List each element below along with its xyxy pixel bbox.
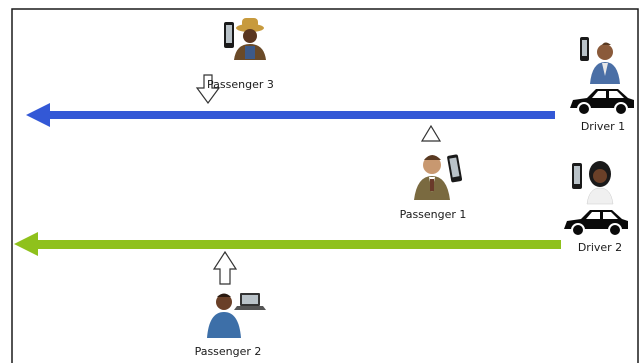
passenger-3-label: Passenger 3 (207, 78, 274, 91)
driver-1-car-icon (570, 89, 634, 116)
driver-1-label: Driver 1 (580, 120, 626, 133)
driver-2-car-icon (564, 210, 628, 237)
route-arrow-2 (14, 232, 561, 256)
driver-2-label: Driver 2 (577, 241, 623, 254)
diagram-frame (11, 8, 639, 363)
passenger-1-icon (414, 154, 463, 200)
passenger-3-icon (224, 18, 266, 60)
route-arrow-1 (26, 103, 555, 127)
passenger-1-pickup-arrow (420, 124, 442, 142)
passenger-2-label: Passenger 2 (194, 345, 262, 358)
driver-2-icon (572, 161, 614, 205)
passenger-1-label: Passenger 1 (399, 208, 467, 221)
passenger-3-pickup-arrow (195, 74, 221, 105)
passenger-2-icon (207, 293, 266, 338)
passenger-2-pickup-arrow (212, 250, 238, 285)
driver-1-icon (580, 37, 620, 84)
